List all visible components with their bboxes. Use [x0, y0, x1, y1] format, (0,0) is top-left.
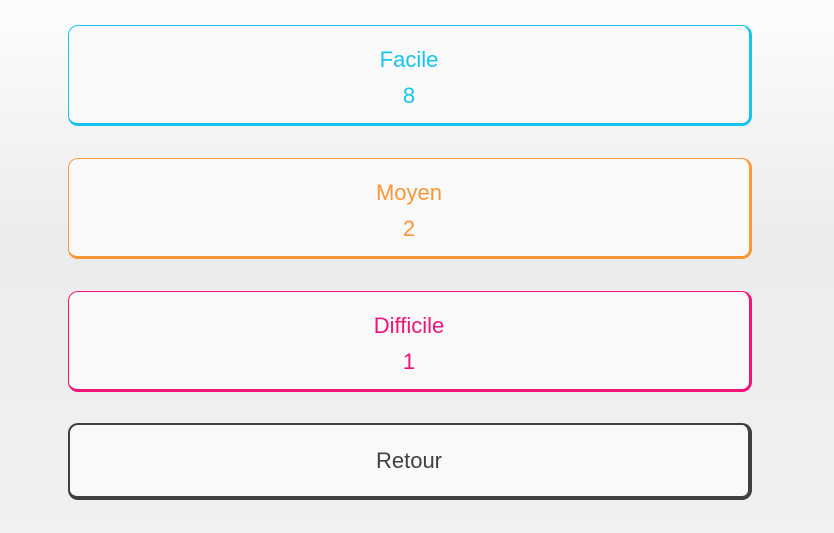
level-hard-button[interactable]: Difficile 1	[68, 291, 752, 392]
level-easy-button[interactable]: Facile 8	[68, 25, 752, 126]
back-button[interactable]: Retour	[68, 423, 752, 500]
back-button-label: Retour	[375, 447, 443, 473]
difficulty-menu: Facile 8 Moyen 2 Difficile 1 Retour	[68, 25, 752, 500]
level-hard-count: 1	[402, 348, 416, 374]
level-medium-button[interactable]: Moyen 2	[68, 158, 752, 259]
level-medium-name: Moyen	[375, 179, 443, 205]
level-easy-name: Facile	[379, 46, 439, 72]
level-hard-name: Difficile	[373, 312, 445, 338]
level-easy-count: 8	[402, 82, 416, 108]
level-medium-count: 2	[402, 215, 416, 241]
